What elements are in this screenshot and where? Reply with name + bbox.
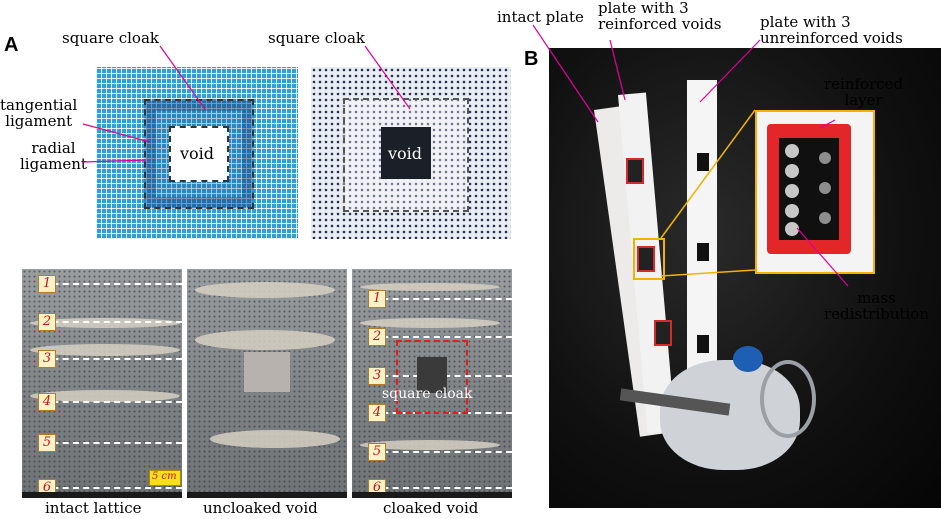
label-reinforced-layer: reinforced layer	[824, 75, 904, 109]
zoom-source-box	[633, 238, 665, 280]
cable-loop	[760, 360, 816, 438]
wavefront	[195, 330, 335, 350]
mass-nut	[785, 204, 799, 218]
row-number: 1	[368, 290, 386, 308]
unreinforced-void	[697, 243, 709, 261]
wavefront	[360, 440, 500, 450]
row-line-5	[372, 451, 512, 453]
row-line-2	[372, 336, 512, 338]
row-number: 3	[368, 367, 386, 385]
scale-bar-label: 5 cm	[152, 471, 177, 482]
wavefront	[360, 318, 500, 328]
label-intact-plate: intact plate	[497, 8, 584, 26]
photo-base-strip	[22, 492, 182, 498]
mass-nut	[819, 212, 831, 224]
mass-nut	[785, 222, 799, 236]
row-number: 5	[38, 434, 56, 452]
reinforced-void	[626, 158, 644, 184]
row-line-6	[372, 487, 512, 489]
row-line-4	[42, 401, 182, 403]
mass-nut	[819, 152, 831, 164]
mass-nut	[785, 144, 799, 158]
unreinforced-void	[697, 335, 709, 353]
caption-cloaked-void: cloaked void	[383, 499, 479, 517]
label-radial-ligament: radial ligament	[20, 139, 87, 173]
caption-intact-lattice: intact lattice	[45, 499, 142, 517]
void-right-label: void	[388, 144, 423, 163]
row-line-1	[42, 283, 182, 285]
label-square-cloak-right: square cloak	[268, 29, 365, 47]
void-left	[169, 126, 229, 182]
row-line-3	[42, 358, 182, 360]
wavefront	[30, 318, 180, 328]
square-cloak-box	[396, 340, 468, 414]
void-right	[381, 127, 431, 179]
wavefront	[210, 430, 340, 448]
panel-letter-b: B	[524, 48, 539, 70]
row-number: 4	[38, 393, 56, 411]
caption-uncloaked-void: uncloaked void	[203, 499, 318, 517]
label-unreinforced-voids: plate with 3 unreinforced voids	[760, 13, 903, 47]
scale-bar: 5 cm	[149, 470, 181, 486]
row-number: 3	[38, 350, 56, 368]
reinforced-void	[637, 246, 655, 272]
row-number: 2	[368, 328, 386, 346]
mass-nut	[785, 184, 799, 198]
photo-base-strip	[187, 492, 347, 498]
row-number: 4	[368, 404, 386, 422]
zoom-inset	[755, 110, 875, 274]
void-left-label: void	[180, 144, 215, 163]
wavefront	[30, 390, 180, 402]
reinforced-void	[654, 320, 672, 346]
wavefront	[195, 282, 335, 298]
row-line-2	[42, 321, 182, 323]
unreinforced-void	[697, 153, 709, 171]
shaker-cap	[733, 346, 763, 372]
label-mass-redistribution: mass redistribution	[824, 289, 929, 323]
row-number: 1	[38, 275, 56, 293]
void-uncloaked	[244, 352, 290, 392]
row-number: 5	[368, 443, 386, 461]
square-cloak-photo-label: square cloak	[382, 386, 473, 402]
row-line-6	[42, 487, 182, 489]
wavefront	[30, 344, 180, 356]
void-cloaked	[417, 357, 447, 393]
mass-nut	[819, 182, 831, 194]
label-square-cloak-left: square cloak	[62, 29, 159, 47]
row-number: 2	[38, 313, 56, 331]
wavefront	[360, 283, 500, 291]
label-reinforced-voids: plate with 3 reinforced voids	[598, 0, 722, 33]
callout-lines-a	[82, 45, 411, 163]
row-line-1	[372, 298, 512, 300]
photo-intact-lattice	[22, 269, 182, 495]
panel-letter-a: A	[4, 34, 19, 56]
mass-nut	[785, 164, 799, 178]
row-line-5	[42, 442, 182, 444]
photo-base-strip	[352, 492, 512, 498]
label-tangential-ligament: tangential ligament	[0, 96, 78, 130]
